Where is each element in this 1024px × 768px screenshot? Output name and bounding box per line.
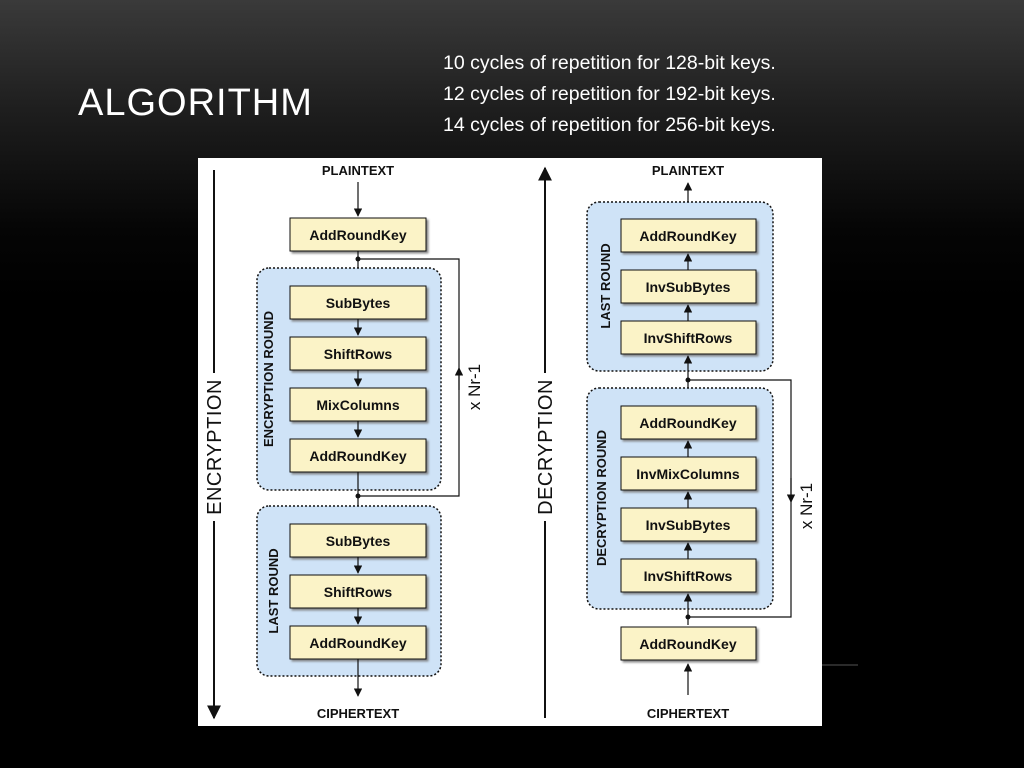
decryption-round-label: DECRYPTION ROUND [594,430,609,566]
decryption-round-step-box [620,405,757,440]
encryption-initial-step: AddRoundKey [309,227,406,243]
encryption-round-group [256,267,442,491]
encryption-last-round-step-box [289,574,427,609]
encryption-round-step-box [289,336,427,371]
decryption-round-step: InvMixColumns [636,466,740,482]
encryption-last-round-step-box [289,523,427,558]
encryption-round-step: SubBytes [326,295,391,311]
note-256-bit: 14 cycles of repetition for 256-bit keys… [443,114,776,136]
encryption-round-step: MixColumns [316,397,399,413]
decryption-last-round-step-box [620,218,757,253]
note-192-bit: 12 cycles of repetition for 192-bit keys… [443,83,776,105]
decryption-input-label: CIPHERTEXT [647,706,729,721]
encryption-initial-addroundkey-box [289,217,427,252]
encryption-output-label: CIPHERTEXT [317,706,399,721]
decryption-last-round-step-box [620,269,757,304]
decryption-side: DECRYPTION PLAINTEXT LAST ROUND AddRound… [535,163,816,721]
encryption-last-round-step: SubBytes [326,533,391,549]
encryption-repeat-label: x Nr-1 [465,364,484,410]
decryption-side-label: DECRYPTION [535,379,557,515]
decryption-repeat-label: x Nr-1 [797,483,816,529]
encryption-last-round-step-box [289,625,427,660]
junction-dot [355,493,361,499]
encryption-round-step-box [289,438,427,473]
encryption-last-round-label: LAST ROUND [266,548,281,633]
encryption-side-label: ENCRYPTION [204,379,226,515]
encryption-round-step: ShiftRows [324,346,393,362]
encryption-round-step: AddRoundKey [309,448,406,464]
note-128-bit: 10 cycles of repetition for 128-bit keys… [443,52,776,74]
decryption-output-label: PLAINTEXT [652,163,724,178]
encryption-last-round-step: AddRoundKey [309,635,406,651]
junction-dot [685,614,691,620]
decryption-initial-addroundkey-box [620,626,757,661]
decryption-round-step: InvSubBytes [646,517,731,533]
decryption-last-round-step: AddRoundKey [639,228,736,244]
decryption-round-group [586,387,774,610]
decryption-round-step-box [620,456,757,491]
decryption-round-step: InvShiftRows [644,568,733,584]
decryption-last-round-label: LAST ROUND [598,243,613,328]
encryption-round-label: ENCRYPTION ROUND [261,311,276,447]
encryption-last-round-step: ShiftRows [324,584,393,600]
decryption-last-round-step: InvSubBytes [646,279,731,295]
encryption-round-step-box [289,285,427,320]
aes-diagram: ENCRYPTION PLAINTEXT AddRoundKey ENCRYPT… [198,158,822,726]
slide-title: ALGORITHM [78,82,313,124]
encryption-input-label: PLAINTEXT [322,163,394,178]
aes-flow-diagram: ENCRYPTION PLAINTEXT AddRoundKey ENCRYPT… [204,163,816,721]
decryption-last-round-step: InvShiftRows [644,330,733,346]
decryption-round-step: AddRoundKey [639,415,736,431]
encryption-round-step-box [289,387,427,422]
decryption-last-round-step-box [620,320,757,355]
decryption-initial-step: AddRoundKey [639,636,736,652]
decryption-round-step-box [620,558,757,593]
key-size-notes: 10 cycles of repetition for 128-bit keys… [443,48,776,141]
decryption-round-step-box [620,507,757,542]
encryption-side: ENCRYPTION PLAINTEXT AddRoundKey ENCRYPT… [204,163,484,721]
